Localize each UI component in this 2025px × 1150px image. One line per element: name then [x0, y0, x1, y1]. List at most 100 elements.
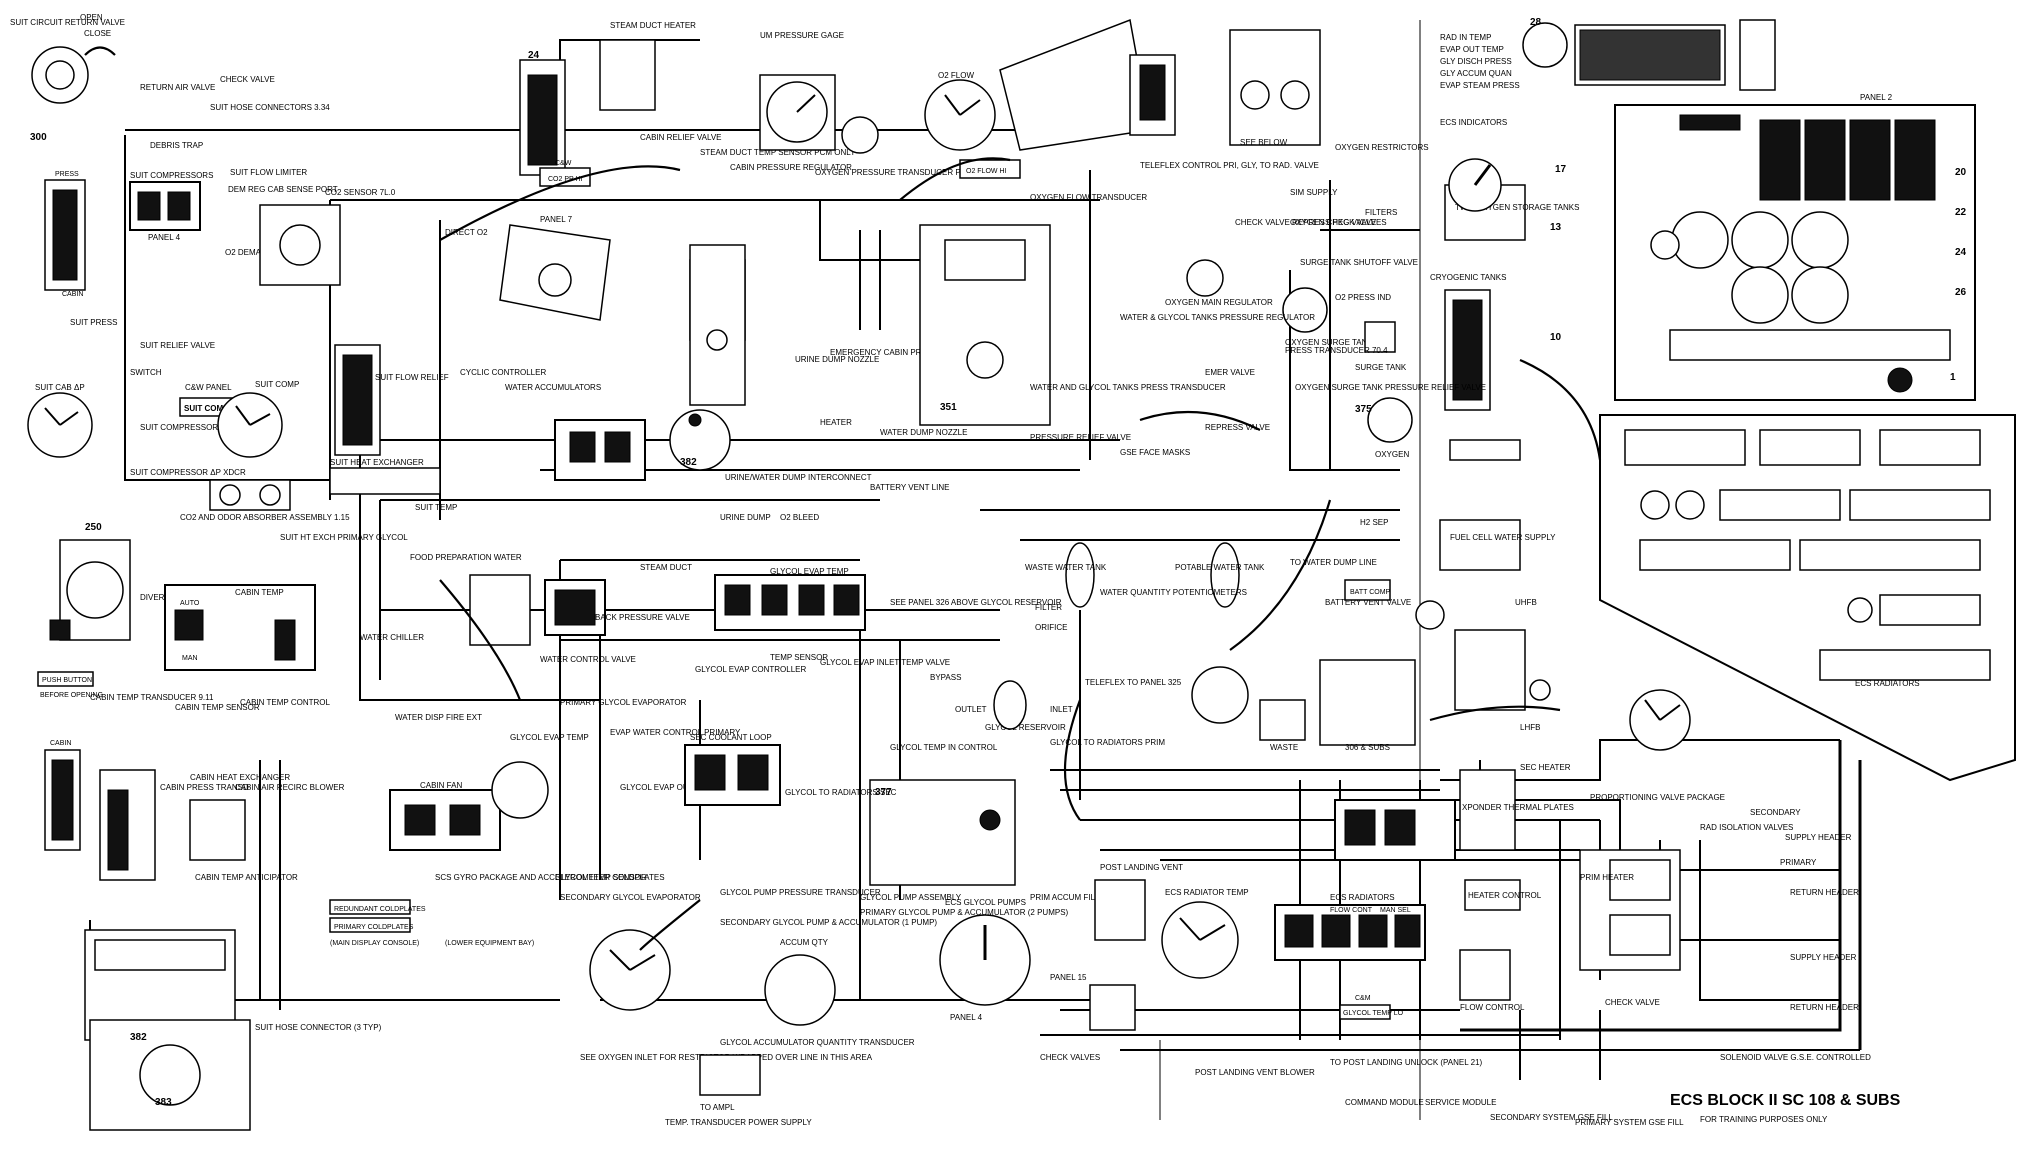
steam-duct-label: STEAM DUCT [640, 563, 692, 572]
glycol-evap-temp-gauge [491, 761, 549, 819]
o2-knob-1[interactable] [1240, 80, 1270, 110]
slanted-knob-2[interactable] [1675, 490, 1705, 520]
radiators-switch-1[interactable] [1284, 914, 1314, 948]
oxygen-main-regulator-label: OXYGEN MAIN REGULATOR [1165, 298, 1273, 307]
panel2-number-26: 26 [1955, 287, 1967, 298]
top-center-area: STEAM DUCT HEATER CABIN RELIEF VALVE STE… [445, 21, 1147, 492]
water-disp-label: WATER DISP FIRE EXT [395, 713, 482, 722]
co2-pp-hi-tag [539, 167, 591, 187]
secondary-glycol-evap-label: SECONDARY GLYCOL EVAPORATOR [560, 893, 701, 902]
urine-dump-label: URINE DUMP [720, 513, 771, 522]
panel2-meter-4[interactable] [1894, 119, 1936, 201]
fuel-cell-water-label: FUEL CELL WATER SUPPLY [1450, 533, 1556, 542]
radiators-switch-4[interactable] [1394, 914, 1421, 948]
callout-383: 383 [155, 1097, 172, 1108]
direct-o2-valve[interactable] [538, 263, 572, 297]
panel2-meter-3[interactable] [1849, 119, 1891, 201]
accum-qty-gauge [764, 954, 836, 1026]
cabin-fan-switch-2[interactable] [449, 804, 481, 836]
cabin-pressure-regulator-label: CABIN PRESSURE REGULATOR [730, 163, 852, 172]
pressure-relief-valve-label: PRESSURE RELIEF VALVE [1030, 433, 1131, 442]
radiators-switch-2[interactable] [1321, 914, 1351, 948]
sec-coolant-switch-2[interactable] [737, 754, 769, 791]
radiators-switch-3[interactable] [1358, 914, 1388, 948]
o2-bleed-label: O2 BLEED [780, 513, 819, 522]
glycol-to-radiators-label: GLYCOL TO RADIATORS PRIM [1050, 738, 1165, 747]
slanted-knob-3[interactable] [1847, 597, 1873, 623]
push-button-tag[interactable] [37, 671, 94, 687]
callout-377: 377 [875, 787, 892, 798]
water-switch[interactable] [554, 589, 596, 626]
oxygen-knob[interactable] [1367, 397, 1413, 443]
suit-compressor-label: SUIT COMPRESSOR [140, 423, 218, 432]
waste-water-tank [1065, 542, 1095, 608]
switch-label: SWITCH [130, 368, 162, 377]
man-label: MAN [182, 655, 198, 662]
proportioning-valve-label: PROPORTIONING VALVE PACKAGE [1590, 793, 1725, 802]
evap-steam-press-label: EVAP STEAM PRESS [1440, 81, 1520, 90]
dem-reg-label: DEM REG CAB SENSE PORT [228, 185, 338, 194]
panel2-meter-1[interactable] [1759, 119, 1801, 201]
gly-accum-quan-label: GLY ACCUM QUAN [1440, 69, 1512, 78]
lower-equipment-label: (LOWER EQUIPMENT BAY) [445, 940, 534, 947]
co2-sensor-label: CO2 SENSOR 7L.0 [325, 188, 396, 197]
um-pressure-gage-label: UM PRESSURE GAGE [760, 31, 844, 40]
rad-switch-1[interactable] [1344, 809, 1376, 846]
cabin-temp-switch[interactable] [174, 609, 204, 641]
water-quantity-label: WATER QUANTITY POTENTIOMETERS [1100, 588, 1247, 597]
check-valve-repress-label: CHECK VALVE REPRESS PKG VALVE [1235, 218, 1376, 227]
accum-switch-1[interactable] [569, 431, 596, 463]
cabin-fan-switch-1[interactable] [404, 804, 436, 836]
glycol-temp-sensor-label: GLYCOL TEMP SENSOR [555, 873, 647, 882]
panel2-number-22: 22 [1955, 207, 1967, 218]
secondary-panel-377 [869, 779, 1016, 886]
glycol-evap-switch-3[interactable] [798, 584, 825, 616]
potable-water-tank-label: POTABLE WATER TANK [1175, 563, 1265, 572]
suit-hose-connectors-label: SUIT HOSE CONNECTORS 3.34 [210, 103, 330, 112]
slanted-knob-1[interactable] [1640, 490, 1670, 520]
glycol-evap-switch-1[interactable] [724, 584, 751, 616]
water-glycol-regulator-label: WATER & GLYCOL TANKS PRESSURE REGULATOR [1120, 313, 1315, 322]
diverter-knob[interactable] [49, 619, 71, 641]
glycol-evap-outlet-label: GLYCOL EVAP OUTLET [620, 783, 708, 792]
oxygen-pressure-knob[interactable] [841, 116, 879, 154]
panel2-label: PANEL 2 [1860, 93, 1893, 102]
accum-switch-2[interactable] [604, 431, 631, 463]
back-pressure-valve-label: BACK PRESSURE VALVE [595, 613, 690, 622]
panel2-bottom-knob[interactable] [1887, 367, 1913, 393]
panel2-meter-2[interactable] [1804, 119, 1846, 201]
cabin-temp-dial[interactable] [274, 619, 296, 661]
suit-ht-exch-label: SUIT HT EXCH PRIMARY GLYCOL [280, 533, 408, 542]
glycol-evap-switch-4[interactable] [833, 584, 860, 616]
panel2-gauge-1 [1671, 211, 1729, 269]
panel2-area: RAD IN TEMP EVAP OUT TEMP GLY DISCH PRES… [1440, 17, 1976, 401]
panel2-number-24: 24 [1955, 247, 1967, 258]
post-landing-switch[interactable] [1089, 984, 1136, 1031]
check-valves-label: CHECK VALVES [1040, 1053, 1100, 1062]
heater-label: HEATER [820, 418, 852, 427]
co2-pp-hi-label: CO2 PP HI [548, 176, 583, 183]
suit-flow-relief-label: SUIT FLOW RELIEF [375, 373, 449, 382]
redundant-coldplates-label: REDUNDANT COLDPLATES [334, 906, 426, 913]
sec-coolant-switch-1[interactable] [694, 754, 726, 791]
to-post-landing-label: TO POST LANDING UNLOCK (PANEL 21) [1330, 1058, 1483, 1067]
panel2-tall-switch[interactable] [1739, 19, 1776, 91]
rad-switch-2[interactable] [1384, 809, 1416, 846]
panel2-knob[interactable] [1650, 230, 1680, 260]
suit-compressor-switch-1[interactable] [137, 191, 161, 221]
suit-temp-label: SUIT TEMP [415, 503, 457, 512]
diagram-title: ECS BLOCK II SC 108 & SUBS [1670, 1092, 1901, 1109]
glycol-evap-temp-label: GLYCOL EVAP TEMP [510, 733, 589, 742]
glycol-evap-switch-2[interactable] [761, 584, 788, 616]
flow-control-switch[interactable] [1459, 949, 1511, 1001]
suit-compressor-switch-2[interactable] [167, 191, 191, 221]
waste-switch[interactable] [1259, 699, 1306, 741]
cabin-heat-exchanger-label: CABIN HEAT EXCHANGER [190, 773, 290, 782]
temp-sensor-label: TEMP SENSOR [770, 653, 828, 662]
supply-header-label: SUPPLY HEADER [1785, 833, 1852, 842]
surge-tank-switch[interactable] [1364, 321, 1396, 353]
cabin-temp-transducer-label: CABIN TEMP TRANSDUCER 9.11 [90, 693, 214, 702]
secondary-gse-label: SECONDARY SYSTEM GSE FILL [1490, 1113, 1613, 1122]
o2-knob-2[interactable] [1280, 80, 1310, 110]
cw-label: C&W [555, 160, 572, 167]
